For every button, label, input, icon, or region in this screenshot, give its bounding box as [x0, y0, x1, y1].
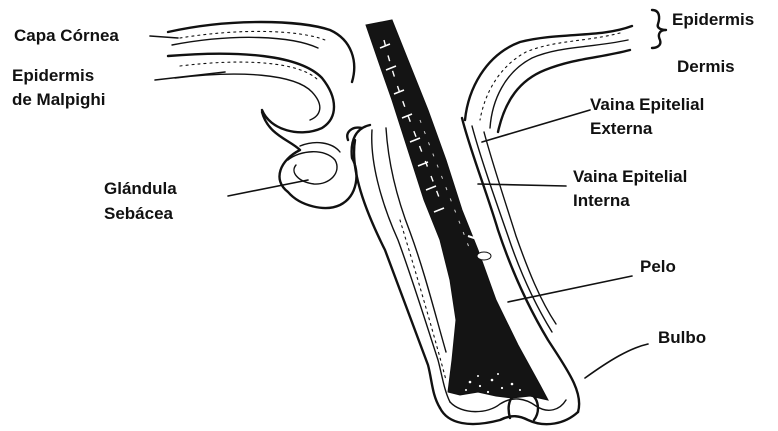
label-vaina-interna-2: Interna — [573, 191, 630, 210]
leader-glandula — [228, 180, 308, 196]
label-pelo: Pelo — [640, 257, 676, 276]
skin-left — [168, 22, 354, 132]
label-epidermis-malpighi-2: de Malpighi — [12, 90, 106, 109]
label-glandula-1: Glándula — [104, 179, 177, 198]
skin-right — [465, 26, 632, 132]
label-bulbo: Bulbo — [658, 328, 706, 347]
label-dermis: Dermis — [677, 57, 735, 76]
label-epidermis-malpighi-1: Epidermis — [12, 66, 94, 85]
label-vaina-interna-1: Vaina Epitelial — [573, 167, 687, 186]
label-vaina-externa-2: Externa — [590, 119, 653, 138]
leader-pelo — [508, 276, 632, 302]
leader-capa-cornea — [150, 36, 178, 38]
label-epidermis: Epidermis — [672, 10, 754, 29]
leader-vaina-externa — [482, 110, 590, 142]
leader-epidermis-malpighi — [155, 72, 225, 80]
epidermis-brace — [652, 10, 666, 48]
label-glandula-2: Sebácea — [104, 204, 174, 223]
hair-shaft — [366, 20, 548, 400]
label-vaina-externa-1: Vaina Epitelial — [590, 95, 704, 114]
label-capa-cornea: Capa Córnea — [14, 26, 119, 45]
leader-bulbo — [585, 344, 648, 378]
